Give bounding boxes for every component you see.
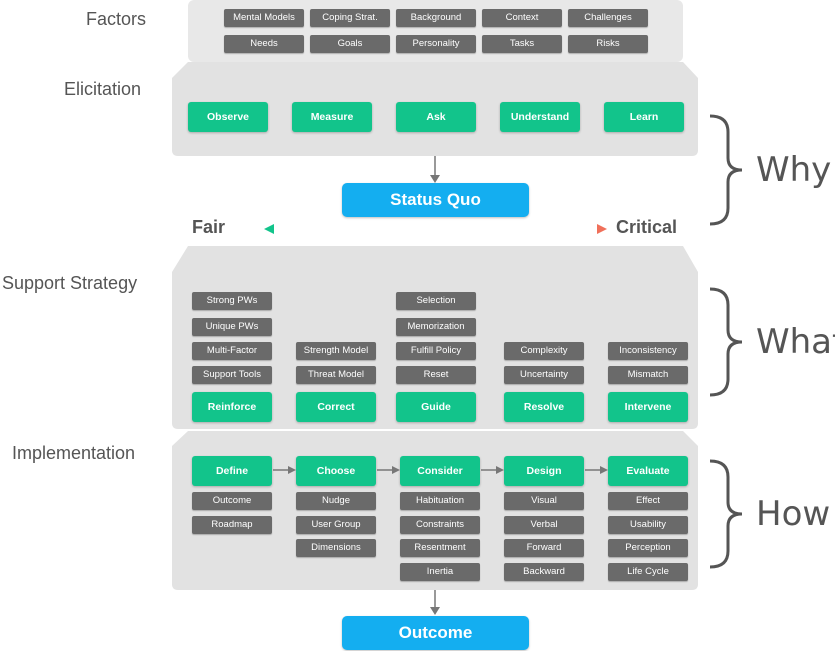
section-label-support-strategy: Support Strategy [2,273,138,293]
factor-chip: Risks [568,35,648,53]
step-item: Resentment [400,539,480,557]
factor-chip: Tasks [482,35,562,53]
support-chip: Unique PWs [192,318,272,336]
section-label-elicitation: Elicitation [64,79,142,99]
step-define: Define [192,456,272,486]
scale-label-fair: Fair [192,217,226,237]
arrowhead-status-quo [430,175,440,183]
factor-chip: Mental Models [224,9,304,27]
support-chip: Complexity [504,342,584,360]
section-label-implementation: Implementation [12,443,136,463]
elicitation-ask: Ask [396,102,476,132]
step-design: Design [504,456,584,486]
support-chip: Selection [396,292,476,310]
step-item: Habituation [400,492,480,510]
support-chip: Support Tools [192,366,272,384]
support-chip: Strong PWs [192,292,272,310]
support-action-guide: Guide [396,392,476,422]
step-item: Verbal [504,516,584,534]
arrowhead-outcome [430,607,440,615]
step-item: Roadmap [192,516,272,534]
support-action-resolve: Resolve [504,392,584,422]
step-item: Perception [608,539,688,557]
why-brace [709,114,743,226]
step-item: Visual [504,492,584,510]
support-chip: Reset [396,366,476,384]
elicitation-measure: Measure [292,102,372,132]
step-item: Dimensions [296,539,376,557]
elicitation-observe: Observe [188,102,268,132]
support-chip: Memorization [396,318,476,336]
support-chip: Strength Model [296,342,376,360]
step-consider: Consider [400,456,480,486]
support-chip: Fulfill Policy [396,342,476,360]
step-item: Nudge [296,492,376,510]
step-item: Backward [504,563,584,581]
support-chip: Mismatch [608,366,688,384]
support-action-intervene: Intervene [608,392,688,422]
support-action-correct: Correct [296,392,376,422]
status-quo-box: Status Quo [342,183,529,217]
support-chip: Threat Model [296,366,376,384]
step-item: Inertia [400,563,480,581]
step-evaluate: Evaluate [608,456,688,486]
factor-chip: Personality [396,35,476,53]
support-action-reinforce: Reinforce [192,392,272,422]
factor-chip: Goals [310,35,390,53]
scale-arrow-left [264,224,274,234]
outcome-box: Outcome [342,616,529,650]
brace-label-how: How [756,494,831,534]
elicitation-learn: Learn [604,102,684,132]
support-chip: Uncertainty [504,366,584,384]
support-chip: Multi-Factor [192,342,272,360]
step-item: Life Cycle [608,563,688,581]
step-item: Effect [608,492,688,510]
factor-chip: Needs [224,35,304,53]
step-item: User Group [296,516,376,534]
elicitation-understand: Understand [500,102,580,132]
factor-chip: Context [482,9,562,27]
section-label-factors: Factors [86,9,147,29]
step-item: Usability [608,516,688,534]
factor-chip: Coping Strat. [310,9,390,27]
step-choose: Choose [296,456,376,486]
how-brace [709,459,743,569]
factor-chip: Challenges [568,9,648,27]
step-item: Outcome [192,492,272,510]
factor-chip: Background [396,9,476,27]
brace-label-what: What [756,322,835,362]
step-item: Constraints [400,516,480,534]
implementation-step-arrows [273,466,608,474]
scale-arrow-right [597,224,607,234]
support-chip: Inconsistency [608,342,688,360]
scale-label-critical: Critical [616,217,678,237]
step-item: Forward [504,539,584,557]
what-brace [709,287,743,397]
brace-label-why: Why [756,150,832,190]
